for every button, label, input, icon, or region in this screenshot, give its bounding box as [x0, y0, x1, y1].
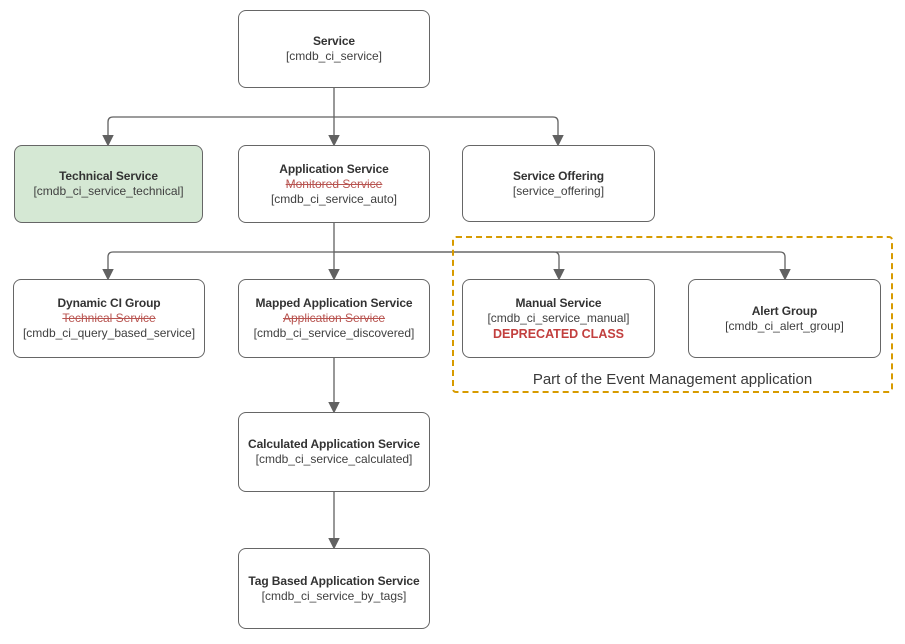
node-class-name: [cmdb_ci_service_auto]	[270, 191, 398, 206]
node-class-name: [cmdb_ci_service_technical]	[33, 184, 184, 198]
node-title: Service Offering	[512, 168, 605, 183]
node-service-offering: Service Offering [service_offering]	[462, 145, 655, 222]
node-title: Mapped Application Service	[255, 296, 413, 310]
node-title: Service	[312, 34, 355, 48]
node-title: Alert Group	[751, 303, 818, 318]
node-application-service: Application Service Monitored Service [c…	[238, 145, 430, 223]
node-title: Tag Based Application Service	[248, 573, 420, 588]
node-class-name: [cmdb_ci_service_manual]	[487, 310, 630, 325]
event-management-group-box	[452, 236, 893, 393]
node-title: Dynamic CI Group	[57, 296, 161, 310]
node-deprecated-status: DEPRECATED CLASS	[492, 326, 625, 341]
node-class-name: [cmdb_ci_query_based_service]	[22, 326, 196, 340]
node-title: Calculated Application Service	[248, 437, 420, 451]
node-title: Manual Service	[515, 295, 602, 310]
node-class-name: [cmdb_ci_service_calculated]	[255, 452, 413, 466]
node-class-name: [cmdb_ci_service]	[285, 49, 383, 63]
node-title: Technical Service	[59, 169, 158, 183]
node-class-name: [service_offering]	[512, 183, 605, 198]
edge-application-to-dynamic	[102, 251, 334, 281]
node-alert-group: Alert Group [cmdb_ci_alert_group]	[688, 279, 881, 358]
node-old-name-strikethrough: Technical Service	[62, 311, 156, 325]
node-mapped-application-service: Mapped Application Service Application S…	[238, 279, 430, 358]
node-class-name: [cmdb_ci_service_discovered]	[253, 326, 415, 340]
node-title: Application Service	[279, 161, 389, 176]
node-old-name-strikethrough: Application Service	[282, 311, 386, 325]
node-tag-based-application-service: Tag Based Application Service [cmdb_ci_s…	[238, 548, 430, 629]
edge-service-to-technical-service	[102, 116, 334, 147]
node-class-name: [cmdb_ci_service_by_tags]	[261, 588, 407, 603]
node-technical-service: Technical Service [cmdb_ci_service_techn…	[14, 145, 203, 223]
node-manual-service: Manual Service [cmdb_ci_service_manual] …	[462, 279, 655, 358]
node-old-name-strikethrough: Monitored Service	[285, 176, 383, 191]
node-calculated-application-service: Calculated Application Service [cmdb_ci_…	[238, 412, 430, 492]
edge-service-to-service-offering	[334, 116, 564, 147]
event-management-group-caption: Part of the Event Management application	[532, 371, 813, 388]
node-class-name: [cmdb_ci_alert_group]	[725, 318, 844, 333]
node-service: Service [cmdb_ci_service]	[238, 10, 430, 88]
edge-application-to-alert-group	[334, 251, 791, 281]
node-dynamic-ci-group: Dynamic CI Group Technical Service [cmdb…	[13, 279, 205, 358]
